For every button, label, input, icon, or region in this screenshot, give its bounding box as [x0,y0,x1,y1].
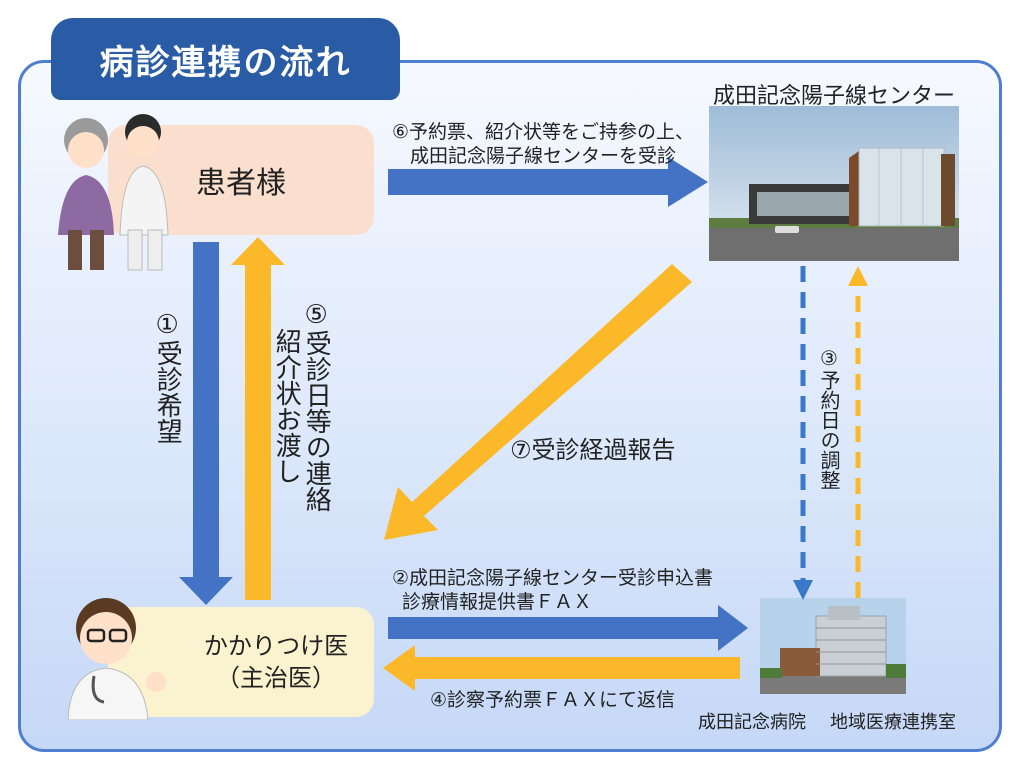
step5-label-col2: 紹介状お渡し [271,328,302,484]
step2-label-line1: ②成田記念陽子線センター受診申込書 [392,567,714,589]
family-doctor-box: かかりつけ医 （主治医） [108,607,374,717]
arrow-step1 [179,242,233,605]
page-title: 病診連携の流れ [51,18,400,100]
step2-label-line2: 診療情報提供書ＦＡＸ [402,591,593,613]
arrow-step4 [383,645,740,691]
arrow-step7 [384,264,692,540]
patients-illustration [58,114,169,271]
doctor-label: かかりつけ医 [203,631,349,660]
step3-label: ③予約日の調整 [817,346,841,490]
arrow-step6 [388,157,708,207]
step4-label: ④診察予約票ＦＡＸにて返信 [430,689,676,711]
hospital-photo [760,598,906,694]
center-label: 成田記念陽子線センター [713,84,956,109]
hospital-name: 成田記念病院 [698,712,806,733]
arrow-step5 [231,237,285,600]
step1-label: ①受診希望 [152,310,183,444]
step5-label-col1: ⑤受診日等の連絡 [301,300,332,512]
doctor-sub-label: （主治医） [216,664,336,692]
hospital-department: 地域医療連携室 [830,712,956,733]
patient-label: 患者様 [196,166,286,201]
step7-label: ⑦受診経過報告 [510,436,676,464]
doctor-illustration [67,598,166,720]
step6-label-line1: ⑥予約票、紹介状等をご持参の上、 [392,121,695,143]
arrow-step2 [388,605,748,651]
step6-label-line2: 成田記念陽子線センターを受診 [410,145,677,167]
proton-center-photo [709,106,959,261]
